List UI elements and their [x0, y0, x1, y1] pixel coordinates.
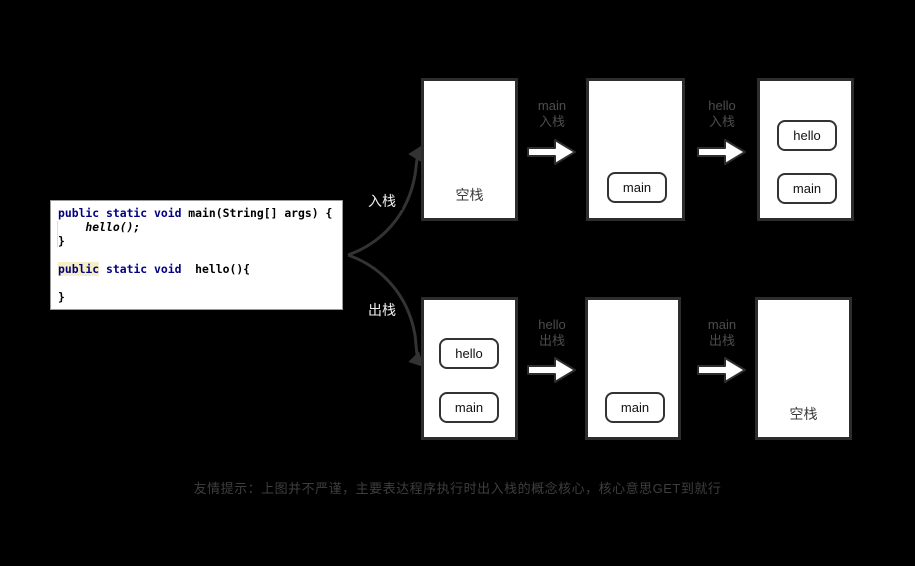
friendly-reminder-caption: 友情提示：上图并不严谨，主要表达程序执行时出入栈的概念核心，核心意思GET到就行: [193, 481, 722, 496]
arrow-label-line2: 入栈: [538, 114, 565, 129]
branch-curves: [347, 145, 425, 368]
stack-box-empty-start: 空栈: [421, 78, 518, 221]
code-line-5: public static void hello(){: [58, 262, 342, 276]
stack-box-empty-end: 空栈: [755, 297, 852, 440]
code-keywords: static void: [99, 262, 182, 276]
code-method-call: hello();: [58, 220, 141, 234]
code-snippet-panel: public static void main(String[] args) {…: [50, 200, 343, 310]
stack-frame: main: [607, 172, 667, 203]
arrow-label-line1: hello: [708, 98, 736, 113]
code-keyword-highlighted: public: [58, 262, 100, 276]
code-text: }: [58, 234, 65, 248]
stack-box-hello-popped: main: [585, 297, 681, 440]
push-hello-arrow-label: hello 入栈: [682, 98, 762, 130]
code-line-2: hello();: [58, 220, 342, 234]
stack-box-hello-pushed: hello main: [757, 78, 854, 221]
code-line-1: public static void main(String[] args) {: [58, 206, 342, 220]
pop-branch-label: 出栈: [362, 302, 402, 319]
empty-stack-label: 空栈: [455, 187, 484, 203]
pop-curve: [347, 253, 425, 368]
arrow-label-line2: 出栈: [538, 333, 565, 348]
pop-hello-arrow-label: hello 出栈: [512, 317, 592, 349]
code-line-3: }: [58, 234, 342, 248]
empty-stack-label: 空栈: [789, 406, 818, 422]
right-arrow-icon: [697, 357, 746, 383]
arrow-label-line2: 入栈: [708, 114, 735, 129]
stack-frame: main: [439, 392, 499, 423]
arrow-label-line1: hello: [538, 317, 566, 332]
stack-frame: main: [605, 392, 665, 423]
code-text: main(String[] args) {: [181, 206, 333, 220]
indent-guide-line: [57, 221, 58, 247]
arrow-label-line1: main: [537, 98, 567, 113]
code-text: }: [58, 290, 65, 304]
stack-box-main-pushed: main: [586, 78, 685, 221]
arrow-label-line2: 出栈: [708, 333, 735, 348]
push-branch-label: 入栈: [362, 193, 402, 210]
right-arrow-icon: [527, 357, 576, 383]
code-line-4: [58, 248, 342, 262]
right-arrow-icon: [527, 139, 576, 165]
right-arrow-icon: [697, 139, 746, 165]
arrow-label-line1: main: [707, 317, 737, 332]
stack-frame: hello: [439, 338, 499, 369]
stack-box-full: hello main: [421, 297, 518, 440]
push-curve: [347, 145, 423, 257]
stack-frame: main: [777, 173, 837, 204]
code-line-7: }: [58, 290, 342, 304]
stack-frame: hello: [777, 120, 837, 151]
code-keywords: public static void: [58, 206, 182, 220]
code-line-6: [58, 276, 342, 290]
push-main-arrow-label: main 入栈: [512, 98, 592, 130]
code-text: hello(){: [181, 262, 251, 276]
pop-main-arrow-label: main 出栈: [682, 317, 762, 349]
